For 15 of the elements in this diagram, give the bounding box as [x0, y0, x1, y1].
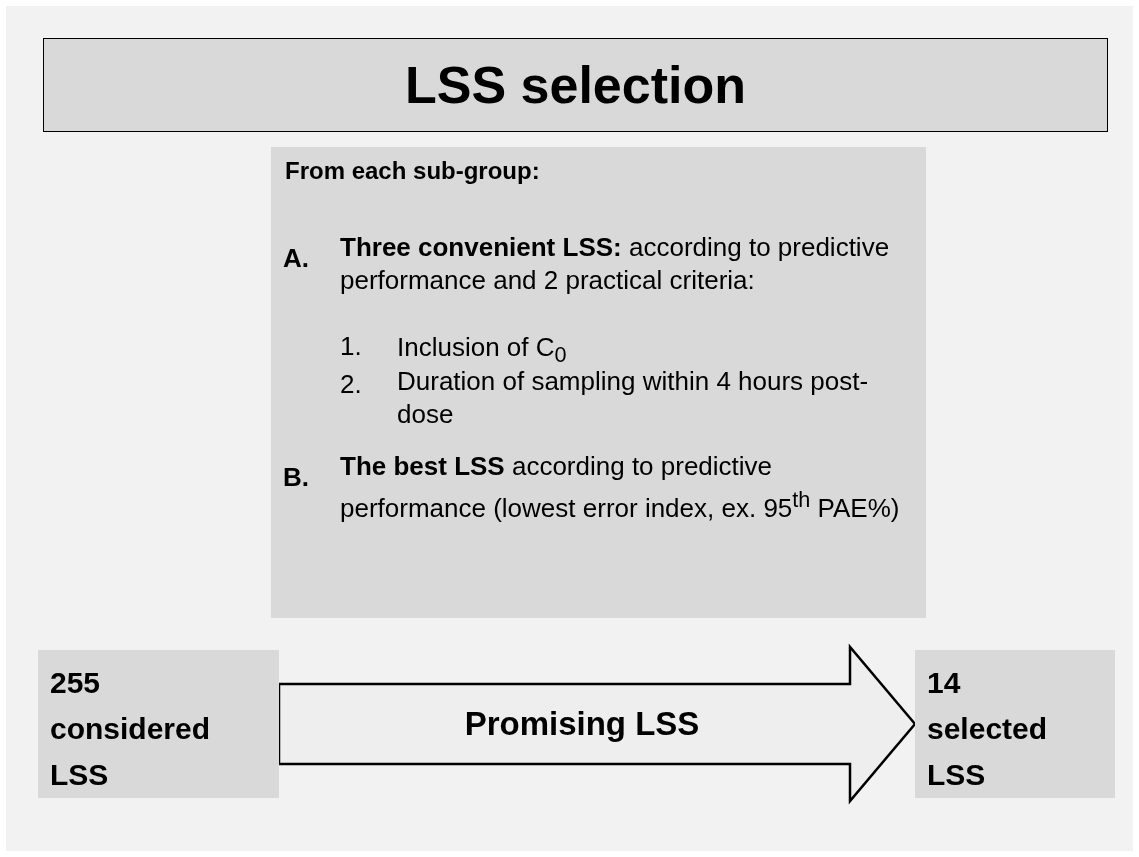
list-item-text: Three convenient LSS: according to predictive performance and 2 practical criteria: [340, 231, 891, 297]
count-text: 14 selected LSS [927, 665, 1048, 793]
list-item-text: The best LSS according to predictive performance (lowest error index, ex. 95$^{th}$ PAE%) [340, 450, 901, 525]
block-arrow [277, 643, 917, 805]
title: LSS selection [405, 55, 746, 115]
count-box [38, 650, 279, 798]
list-marker: 2. [340, 369, 362, 400]
edge-label: Promising LSS [464, 705, 700, 743]
count-text: 255 considered LSS [50, 665, 211, 793]
count-box [915, 650, 1115, 798]
list-marker: B. [283, 462, 309, 493]
text-panel [271, 147, 926, 618]
list-marker: A. [283, 243, 309, 274]
list-marker: 1. [340, 331, 362, 362]
panel-heading: From each sub-group: [285, 157, 540, 185]
